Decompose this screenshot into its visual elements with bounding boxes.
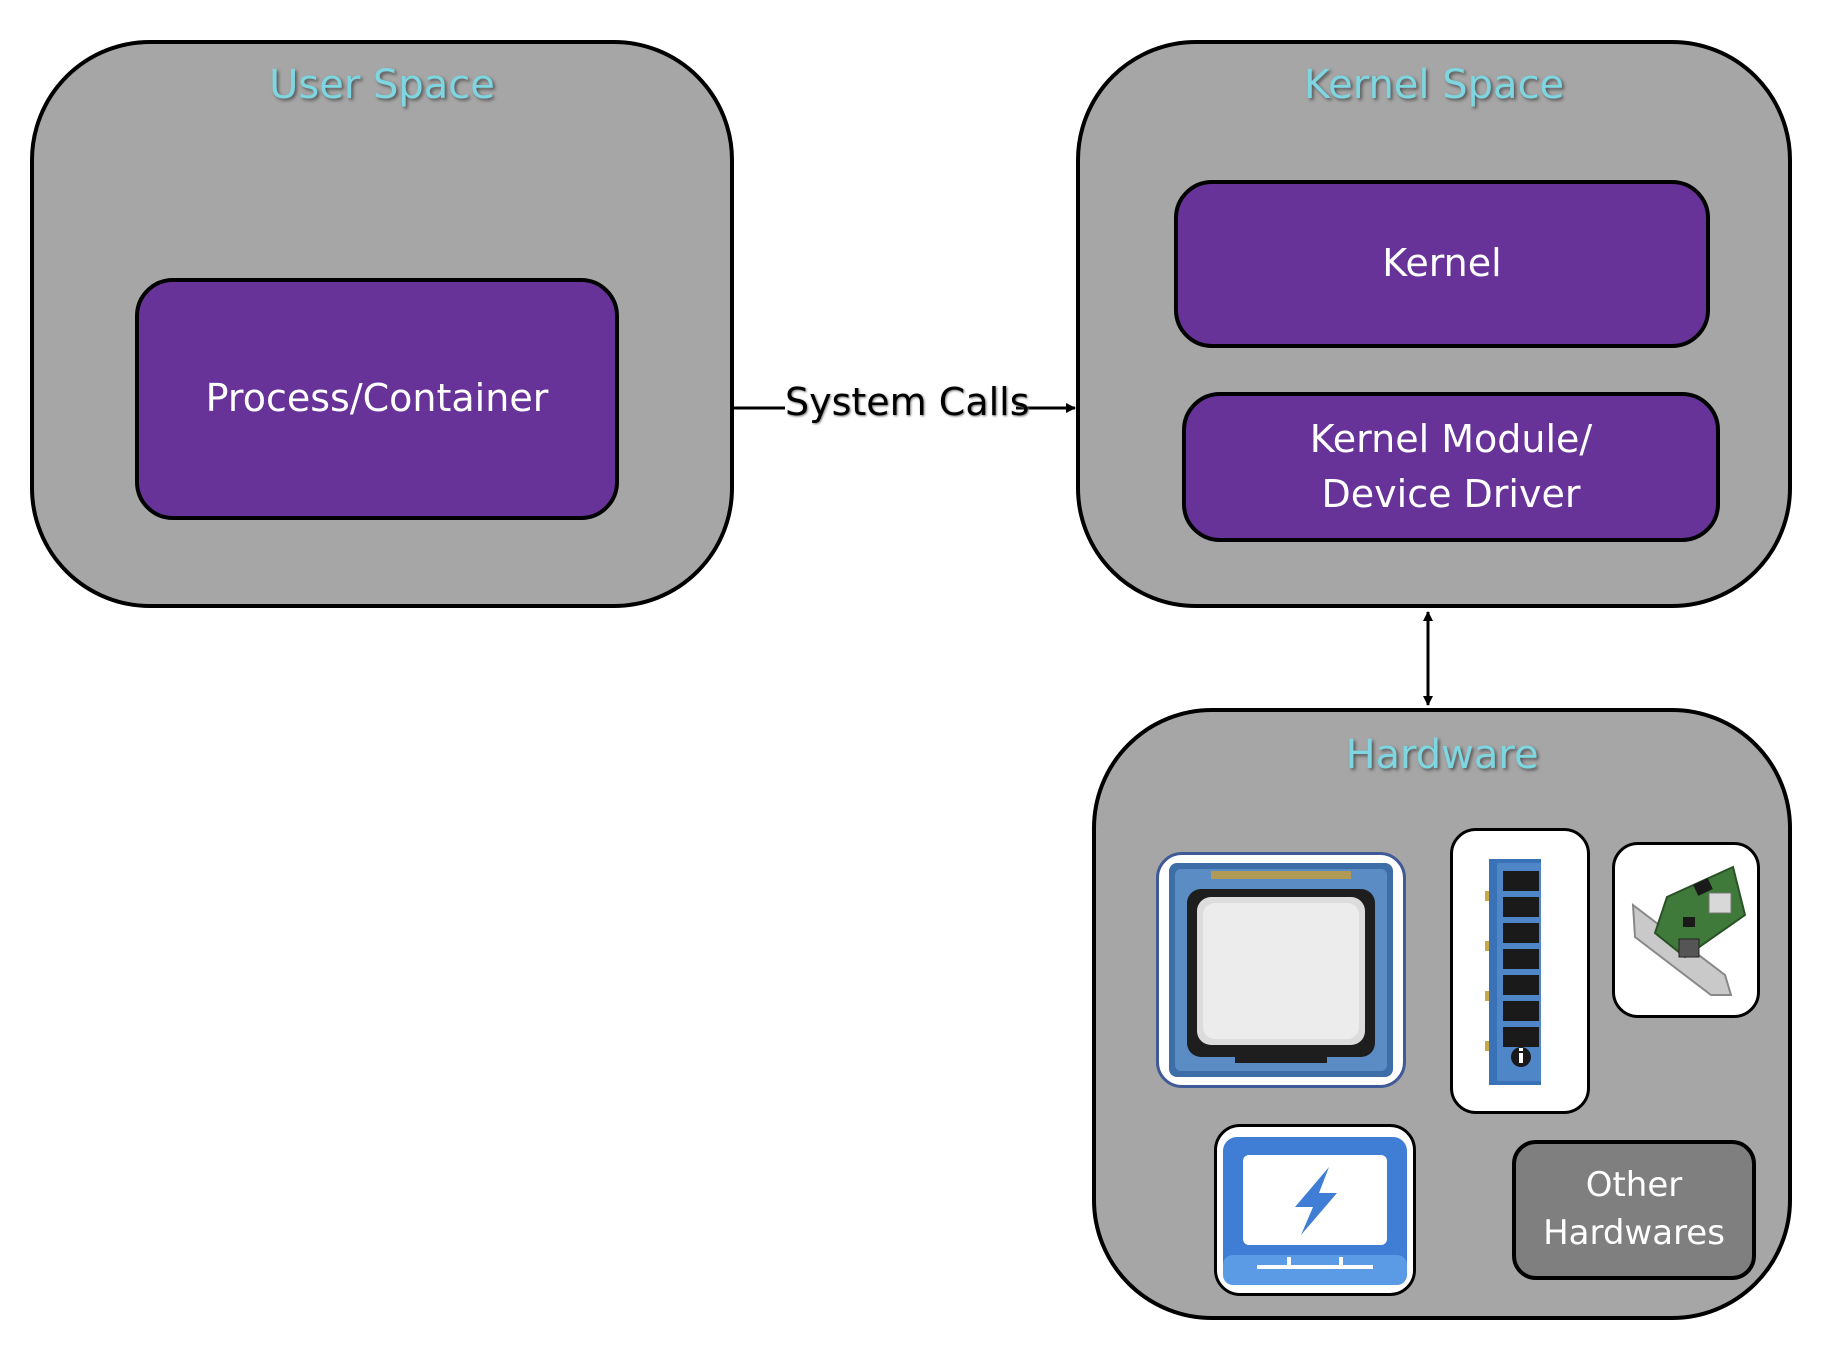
process-container-label: Process/Container (205, 376, 549, 421)
network-card-icon (1631, 865, 1747, 996)
kernel-module-label-line2: Device Driver (1321, 472, 1581, 516)
kernel-space-title: Kernel Space (1303, 62, 1565, 108)
other-hardwares-line1: Other (1585, 1165, 1683, 1206)
storage-drive-tile (1214, 1124, 1416, 1296)
kernel-module-box: Kernel Module/ Device Driver (1182, 392, 1720, 542)
system-calls-label: System Calls (785, 380, 1030, 424)
process-container-box: Process/Container (135, 278, 619, 520)
other-hardwares-line2: Hardwares (1543, 1213, 1725, 1253)
kernel-module-label-line1: Kernel Module/ (1309, 416, 1593, 461)
ram-icon (1485, 859, 1541, 1085)
ram-tile (1450, 828, 1590, 1114)
network-card-tile (1612, 842, 1760, 1018)
kernel-label: Kernel (1382, 241, 1502, 286)
other-hardwares-box: Other Hardwares (1512, 1140, 1756, 1280)
hardware-title: Hardware (1345, 732, 1539, 778)
storage-drive-icon (1223, 1137, 1407, 1285)
user-space-title: User Space (269, 62, 495, 108)
cpu-icon (1169, 863, 1393, 1077)
cpu-tile (1156, 852, 1406, 1088)
kernel-box: Kernel (1174, 180, 1710, 348)
